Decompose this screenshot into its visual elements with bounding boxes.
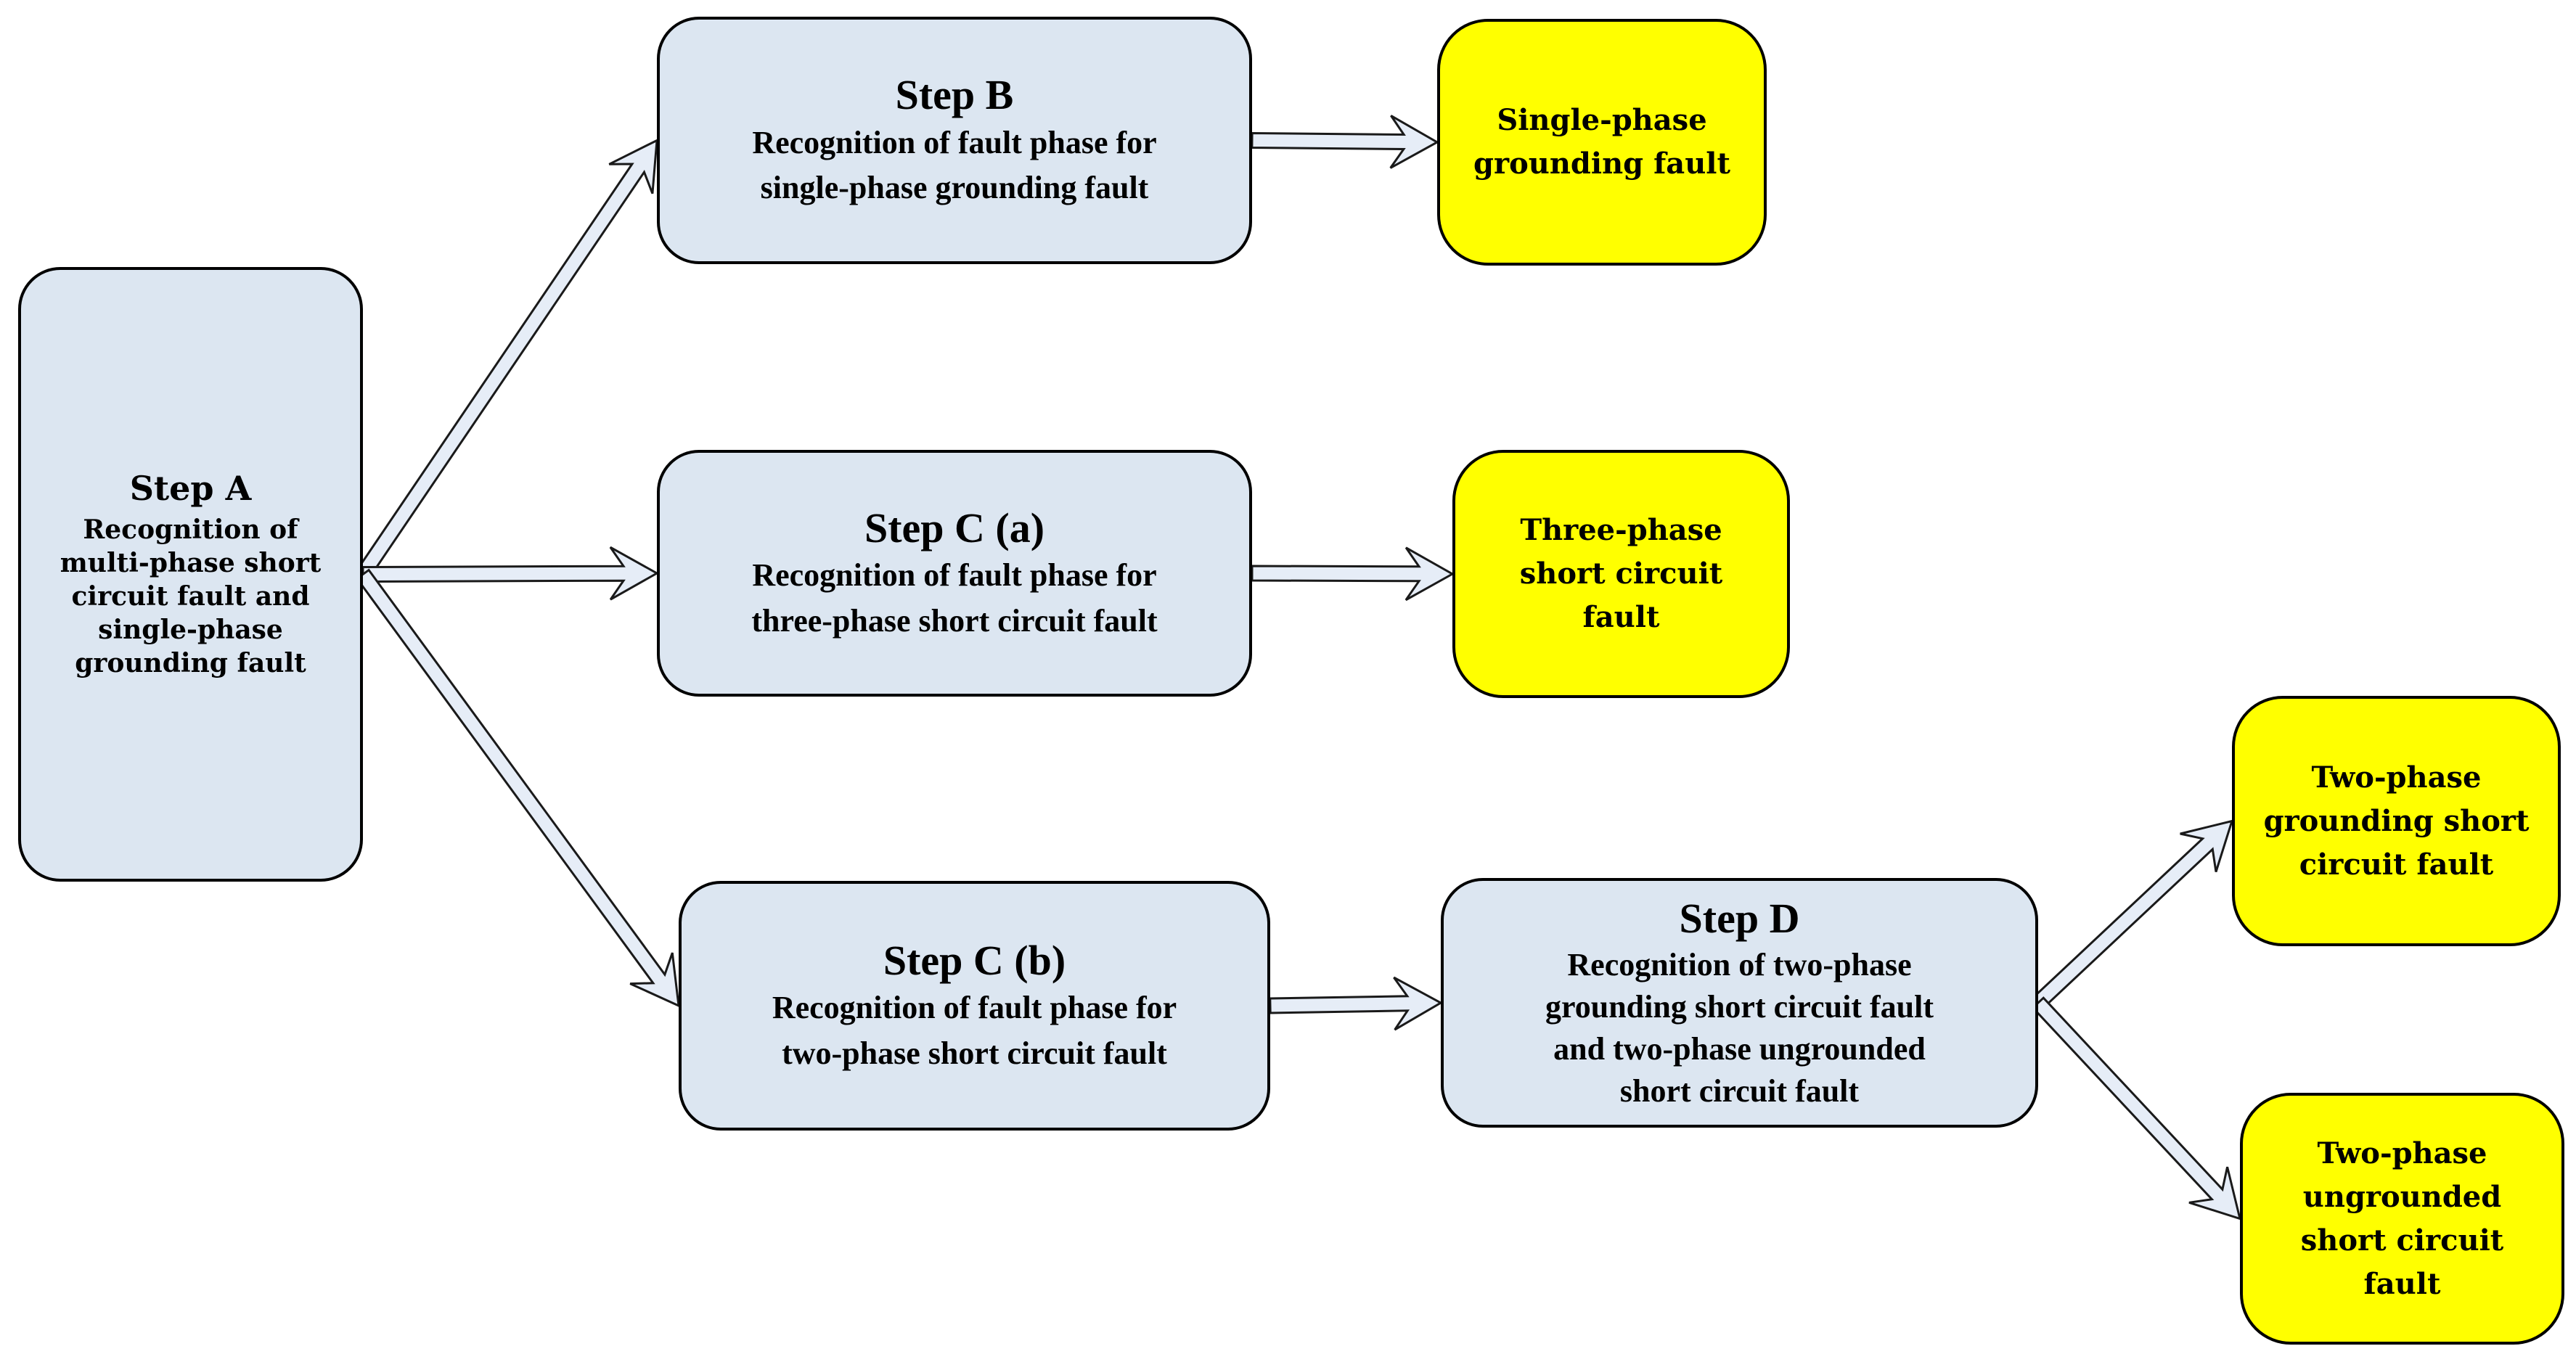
arrow-step-a-to-step-c-b xyxy=(355,568,680,1008)
single-phase-grounding-fault-box: Single-phase grounding fault xyxy=(1437,19,1767,266)
step-b-title: Step B xyxy=(895,71,1014,119)
two-phase-ungrounded-fault-box: Two-phase ungrounded short circuit fault xyxy=(2240,1093,2564,1345)
three-phase-short-circuit-fault-label: Three-phase short circuit fault xyxy=(1519,513,1723,634)
arrow-step-d-to-two-phase-ungrounded-fault xyxy=(2031,996,2242,1221)
step-c-a-title: Step C (a) xyxy=(864,504,1045,551)
step-c-a-box: Step C (a) Recognition of fault phase fo… xyxy=(657,450,1252,697)
arrow-step-b-to-single-phase-fault xyxy=(1251,115,1440,169)
step-d-title: Step D xyxy=(1679,895,1800,943)
step-d-description: Recognition of two-phase grounding short… xyxy=(1545,946,1934,1109)
step-c-a-description: Recognition of fault phase for three-pha… xyxy=(751,557,1158,639)
step-a-description: Recognition of multi-phase short circuit… xyxy=(60,514,322,679)
two-phase-ungrounded-fault-label: Two-phase ungrounded short circuit fault xyxy=(2300,1136,2504,1301)
arrow-step-c-b-to-step-d xyxy=(1269,976,1444,1031)
two-phase-grounding-fault-box: Two-phase grounding short circuit fault xyxy=(2232,696,2561,946)
step-c-b-box: Step C (b) Recognition of fault phase fo… xyxy=(679,881,1270,1131)
single-phase-grounding-fault-label: Single-phase grounding fault xyxy=(1473,103,1730,181)
arrow-step-d-to-two-phase-grounding-fault xyxy=(2032,819,2234,1010)
arrow-step-a-to-step-b xyxy=(355,138,658,581)
step-b-description: Recognition of fault phase for single-ph… xyxy=(752,124,1157,206)
step-b-box: Step B Recognition of fault phase for si… xyxy=(657,17,1252,264)
arrow-step-c-a-to-three-phase-fault xyxy=(1251,546,1455,602)
step-d-box: Step D Recognition of two-phase groundin… xyxy=(1441,878,2038,1128)
step-c-b-description: Recognition of fault phase for two-phase… xyxy=(772,990,1177,1071)
step-a-box: Step A Recognition of multi-phase short … xyxy=(18,267,363,882)
two-phase-grounding-fault-label: Two-phase grounding short circuit fault xyxy=(2263,760,2530,882)
three-phase-short-circuit-fault-box: Three-phase short circuit fault xyxy=(1452,450,1790,698)
arrow-step-a-to-step-c-a xyxy=(361,546,660,601)
step-a-title: Step A xyxy=(129,468,252,508)
step-c-b-title: Step C (b) xyxy=(883,936,1066,984)
